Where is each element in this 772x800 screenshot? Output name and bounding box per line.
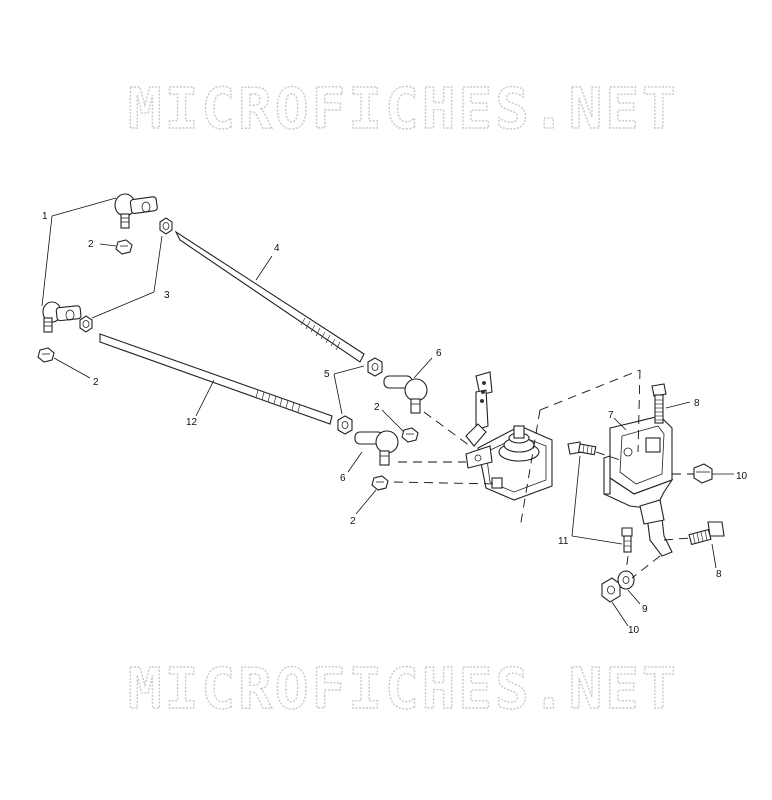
callout-labels: 1 2 3 4 2 12 5 6 2 6 2 7 8 10 11 8 9 10 [42,211,748,636]
callout-2-c: 2 [374,402,380,413]
callout-6-a: 6 [436,348,442,359]
jam-nut-5a [367,357,383,377]
callout-12: 12 [186,417,198,428]
nut-10-bottom [601,577,621,603]
callout-3: 3 [164,290,170,301]
watermark-bottom: MICROFICHES.NET [128,657,679,722]
callout-11: 11 [558,536,569,547]
washer-9 [617,570,635,590]
shift-lever-assembly [465,371,553,501]
callout-8-b: 8 [716,569,722,580]
upper-shift-rod [174,230,365,363]
lower-shift-rod [99,333,333,425]
watermark-top: MICROFICHES.NET [128,77,679,142]
callout-7: 7 [608,410,614,421]
jam-nut-lower [79,315,93,333]
callout-2-a: 2 [88,239,94,250]
callout-10-b: 10 [628,625,640,636]
callout-6-b: 6 [340,473,346,484]
callout-9: 9 [642,604,648,615]
nut-10-right [693,463,713,484]
screw-11-lower [621,527,633,553]
hex-nut-c [401,427,419,443]
callout-10-a: 10 [736,471,748,482]
hex-nut-d [371,475,389,491]
jam-nut-upper [159,217,173,235]
assembly-lines [393,369,694,579]
screw-11-upper [567,441,597,456]
ball-joint-upper [383,375,428,414]
callout-8-a: 8 [694,398,700,409]
callout-2-b: 2 [93,377,99,388]
bolt-8-lower [688,521,725,546]
callout-1: 1 [42,211,48,222]
rod-end-lower [42,301,82,333]
leader-lines [41,197,734,627]
bolt-8-upper [651,383,667,424]
hex-nut-b [37,347,55,363]
callout-5: 5 [324,369,330,380]
rod-end-upper [114,193,158,229]
jam-nut-5b [337,415,353,435]
hex-nut-a [115,239,133,255]
callout-2-d: 2 [350,516,356,527]
callout-4: 4 [274,243,280,254]
ball-joint-lower [354,430,399,466]
